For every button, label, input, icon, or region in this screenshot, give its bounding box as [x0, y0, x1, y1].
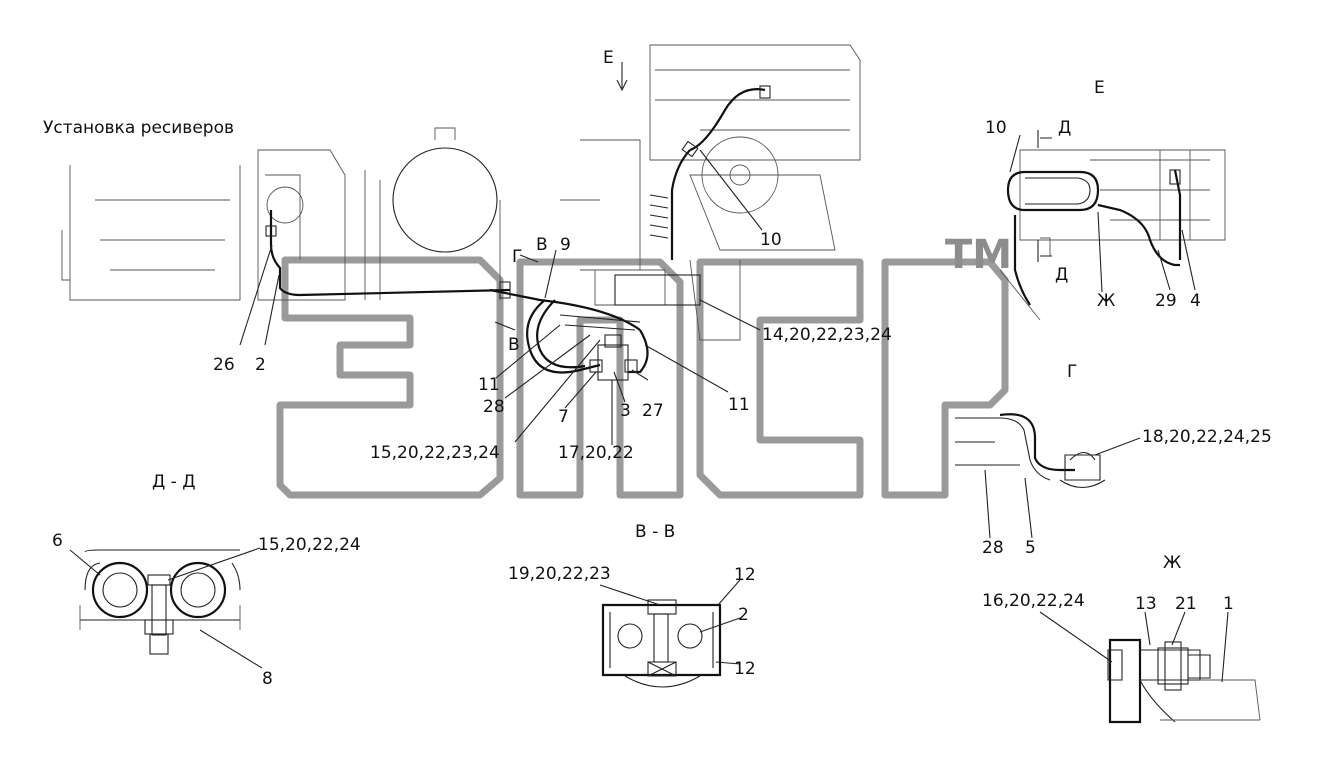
- callout-17: 17,20,22: [558, 443, 634, 463]
- callout-1: 1: [1223, 594, 1234, 614]
- callout-28b: 28: [982, 538, 1004, 558]
- callout-29: 29: [1155, 291, 1177, 311]
- receiver-installation-view: [61, 127, 511, 346]
- callout-6: 6: [52, 531, 63, 551]
- callout-26: 26: [213, 355, 235, 375]
- view-g: [955, 413, 1141, 539]
- callout-7: 7: [558, 407, 569, 427]
- callout-15a: 15,20,22,23,24: [370, 443, 500, 463]
- view-label-v-top: В: [536, 235, 548, 255]
- section-title-d-d: Д - Д: [152, 472, 196, 492]
- view-label-zh-main: Ж: [1097, 291, 1115, 311]
- callout-28a: 28: [483, 397, 505, 417]
- frame-assembly-view: [560, 44, 861, 341]
- callout-21: 21: [1175, 594, 1197, 614]
- callout-16: 16,20,22,24: [982, 591, 1085, 611]
- callout-12a: 12: [734, 565, 756, 585]
- view-label-g-main: Г: [512, 247, 522, 267]
- view-e: [999, 130, 1226, 321]
- callout-3: 3: [620, 401, 631, 421]
- callout-18: 18,20,22,24,25: [1142, 427, 1272, 447]
- callout-15b: 15,20,22,24: [258, 535, 361, 555]
- view-label-d-top: Д: [1058, 118, 1071, 138]
- callout-13: 13: [1135, 594, 1157, 614]
- view-zh: [1039, 611, 1261, 724]
- callout-14: 14,20,22,23,24: [762, 325, 892, 345]
- callout-19: 19,20,22,23: [508, 564, 611, 584]
- callout-10a: 10: [760, 230, 782, 250]
- view-label-g-view: Г: [1067, 362, 1077, 382]
- section-title-v-v: В - В: [635, 522, 675, 542]
- callout-2b: 2: [738, 605, 749, 625]
- callout-11a: 11: [478, 375, 500, 395]
- callout-4: 4: [1190, 291, 1201, 311]
- view-label-e: Е: [1094, 78, 1105, 98]
- watermark-tm: ТМ: [945, 232, 1012, 278]
- callout-2a: 2: [255, 355, 266, 375]
- section-d-d: [69, 547, 263, 669]
- watermark-logo: ТМ: [276, 232, 1012, 499]
- view-label-e-arrow: Е: [603, 48, 614, 68]
- labels: Установка ресиверов Е Е Д Д Г Г В В Д - …: [43, 48, 1272, 689]
- callout-8: 8: [262, 669, 273, 689]
- callout-12b: 12: [734, 659, 756, 679]
- drawing-title: Установка ресиверов: [43, 118, 234, 138]
- callout-10b: 10: [985, 118, 1007, 138]
- callout-27: 27: [642, 401, 664, 421]
- section-v-v: [599, 579, 741, 688]
- valve-piping-view: [489, 249, 761, 445]
- view-title-zh: Ж: [1163, 553, 1181, 573]
- callout-5: 5: [1025, 538, 1036, 558]
- view-label-d-bottom: Д: [1055, 265, 1068, 285]
- callout-11b: 11: [728, 395, 750, 415]
- view-label-v-bottom: В: [508, 335, 520, 355]
- callout-9: 9: [560, 235, 571, 255]
